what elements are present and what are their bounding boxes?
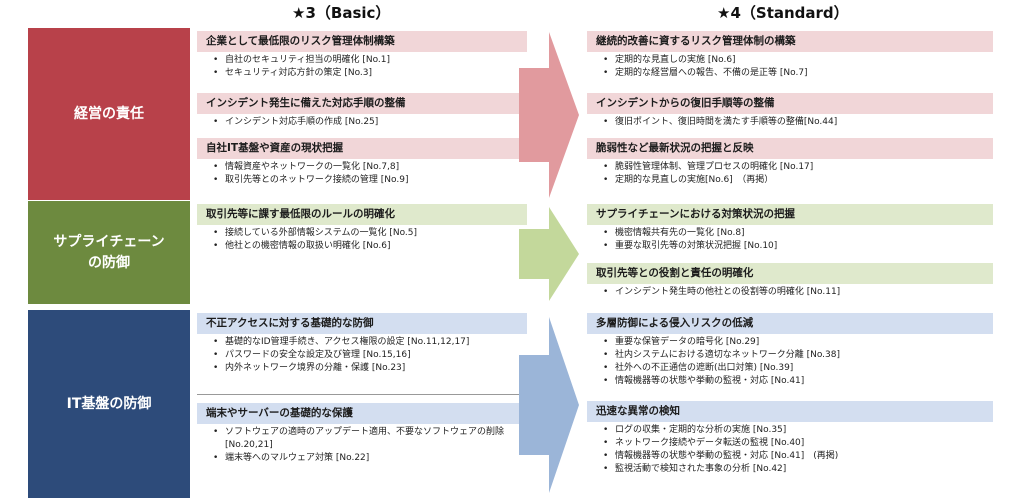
list-item: 監視活動で検知された事象の分析 [No.42] — [603, 463, 993, 476]
section-title: 多層防御による侵入リスクの低減 — [587, 313, 993, 334]
list-item: パスワードの安全な設定及び管理 [No.15,16] — [213, 349, 527, 362]
section-title: サプライチェーンにおける対策状況の把握 — [587, 204, 993, 225]
list-item: 機密情報共有先の一覧化 [No.8] — [603, 227, 993, 240]
section-title: 脆弱性など最新状況の把握と反映 — [587, 138, 993, 159]
list-item: 重要な保管データの暗号化 [No.29] — [603, 336, 993, 349]
basic-mgmt-section: インシデント発生に備えた対応手順の整備 インシデント対応手順の作成 [No.25… — [197, 93, 527, 129]
band-management: 経営の責任 — [28, 28, 190, 200]
list-item: 自社のセキュリティ担当の明確化 [No.1] — [213, 54, 527, 67]
section-title: インシデント発生に備えた対応手順の整備 — [197, 93, 527, 114]
standard-it-infrastructure-panel: 多層防御による侵入リスクの低減 重要な保管データの暗号化 [No.29] 社内シ… — [587, 310, 993, 498]
basic-mgmt-section: 自社IT基盤や資産の現状把握 情報資産やネットワークの一覧化 [No.7,8] … — [197, 138, 527, 187]
list-item: 重要な取引先等の対策状況把握 [No.10] — [603, 240, 993, 253]
standard-supply-section: 取引先等との役割と責任の明確化 インシデント発生時の他社との役割等の明確化 [N… — [587, 263, 993, 299]
basic-supply-section: 取引先等に課す最低限のルールの明確化 接続している外部情報システムの一覧化 [N… — [197, 204, 527, 253]
item-list: 基礎的なID管理手続き、アクセス権限の設定 [No.11,12,17] パスワー… — [197, 336, 527, 375]
list-item-continuation: [No.20,21] — [225, 440, 273, 450]
item-list: 自社のセキュリティ担当の明確化 [No.1] セキュリティ対応方針の策定 [No… — [197, 54, 527, 80]
section-title: 取引先等との役割と責任の明確化 — [587, 263, 993, 284]
standard-infra-section: 迅速な異常の検知 ログの収集・定期的な分析の実施 [No.35] ネットワーク接… — [587, 401, 993, 476]
band-it-infrastructure-label: IT基盤の防御 — [66, 395, 152, 412]
list-item: 社内システムにおける適切なネットワーク分離 [No.38] — [603, 349, 993, 362]
list-item: 情報資産やネットワークの一覧化 [No.7,8] — [213, 161, 527, 174]
basic-infra-section: 不正アクセスに対する基礎的な防御 基礎的なID管理手続き、アクセス権限の設定 [… — [197, 313, 527, 375]
band-supply-chain-label: サプライチェーン の防御 — [53, 234, 165, 271]
section-title: 不正アクセスに対する基礎的な防御 — [197, 313, 527, 334]
list-item: 定期的な見直しの実施 [No.6] — [603, 54, 993, 67]
standard-supply-section: サプライチェーンにおける対策状況の把握 機密情報共有先の一覧化 [No.8] 重… — [587, 204, 993, 253]
list-item: 基礎的なID管理手続き、アクセス権限の設定 [No.11,12,17] — [213, 336, 527, 349]
basic-supply-chain-panel: 取引先等に課す最低限のルールの明確化 接続している外部情報システムの一覧化 [N… — [197, 201, 527, 304]
divider — [197, 394, 527, 395]
arrow-right-icon-supply-chain — [519, 207, 579, 301]
list-item: インシデント対応手順の作成 [No.25] — [213, 116, 527, 129]
list-item: 情報機器等の状態や挙動の監視・対応 [No.41] (再掲) — [603, 450, 993, 463]
section-title: 取引先等に課す最低限のルールの明確化 — [197, 204, 527, 225]
arrow-right-icon-it-infrastructure — [519, 317, 579, 493]
section-title: 自社IT基盤や資産の現状把握 — [197, 138, 527, 159]
list-item: 情報機器等の状態や挙動の監視・対応 [No.41] — [603, 375, 993, 388]
list-item: 接続している外部情報システムの一覧化 [No.5] — [213, 227, 527, 240]
standard-management-panel: 継続的改善に資するリスク管理体制の構築 定期的な見直しの実施 [No.6] 定期… — [587, 28, 993, 200]
band-it-infrastructure: IT基盤の防御 — [28, 310, 190, 498]
standard-infra-section: 多層防御による侵入リスクの低減 重要な保管データの暗号化 [No.29] 社内シ… — [587, 313, 993, 388]
item-list: 定期的な見直しの実施 [No.6] 定期的な経営層への報告、不備の是正等 [No… — [587, 54, 993, 80]
list-item: 端末等へのマルウェア対策 [No.22] — [213, 452, 527, 465]
item-list: ソフトウェアの適時のアップデート適用、不要なソフトウェアの削除 [No.20,2… — [197, 426, 527, 465]
basic-header: ★3（Basic） — [292, 4, 391, 22]
list-item: 定期的な経営層への報告、不備の是正等 [No.7] — [603, 67, 993, 80]
standard-header: ★4（Standard） — [717, 4, 849, 22]
standard-mgmt-section: 脆弱性など最新状況の把握と反映 脆弱性管理体制、管理プロセスの明確化 [No.1… — [587, 138, 993, 187]
standard-supply-chain-panel: サプライチェーンにおける対策状況の把握 機密情報共有先の一覧化 [No.8] 重… — [587, 201, 993, 304]
list-item: 他社との機密情報の取扱い明確化 [No.6] — [213, 240, 527, 253]
item-list: インシデント対応手順の作成 [No.25] — [197, 116, 527, 129]
list-item: 復旧ポイント、復旧時間を満たす手順等の整備[No.44] — [603, 116, 993, 129]
list-item: 内外ネットワーク境界の分離・保護 [No.23] — [213, 362, 527, 375]
item-list: 情報資産やネットワークの一覧化 [No.7,8] 取引先等とのネットワーク接続の… — [197, 161, 527, 187]
list-item: ログの収集・定期的な分析の実施 [No.35] — [603, 424, 993, 437]
list-item: ソフトウェアの適時のアップデート適用、不要なソフトウェアの削除 — [213, 426, 527, 439]
section-title: 企業として最低限のリスク管理体制構築 — [197, 31, 527, 52]
item-list: インシデント発生時の他社との役割等の明確化 [No.11] — [587, 286, 993, 299]
standard-mgmt-section: インシデントからの復旧手順等の整備 復旧ポイント、復旧時間を満たす手順等の整備[… — [587, 93, 993, 129]
band-management-label: 経営の責任 — [74, 105, 144, 122]
band-supply-chain: サプライチェーン の防御 — [28, 201, 190, 304]
list-item: セキュリティ対応方針の策定 [No.3] — [213, 67, 527, 80]
list-item: インシデント発生時の他社との役割等の明確化 [No.11] — [603, 286, 993, 299]
list-item: 定期的な見直しの実施[No.6] （再掲） — [603, 174, 993, 187]
basic-mgmt-section: 企業として最低限のリスク管理体制構築 自社のセキュリティ担当の明確化 [No.1… — [197, 31, 527, 80]
item-list: 脆弱性管理体制、管理プロセスの明確化 [No.17] 定期的な見直しの実施[No… — [587, 161, 993, 187]
basic-it-infrastructure-panel: 不正アクセスに対する基礎的な防御 基礎的なID管理手続き、アクセス権限の設定 [… — [197, 310, 527, 498]
section-title: 迅速な異常の検知 — [587, 401, 993, 422]
basic-management-panel: 企業として最低限のリスク管理体制構築 自社のセキュリティ担当の明確化 [No.1… — [197, 28, 527, 200]
section-title: インシデントからの復旧手順等の整備 — [587, 93, 993, 114]
section-title: 継続的改善に資するリスク管理体制の構築 — [587, 31, 993, 52]
basic-infra-section: 端末やサーバーの基礎的な保護 ソフトウェアの適時のアップデート適用、不要なソフト… — [197, 403, 527, 465]
item-list: 機密情報共有先の一覧化 [No.8] 重要な取引先等の対策状況把握 [No.10… — [587, 227, 993, 253]
list-item: 取引先等とのネットワーク接続の管理 [No.9] — [213, 174, 527, 187]
item-list: 重要な保管データの暗号化 [No.29] 社内システムにおける適切なネットワーク… — [587, 336, 993, 388]
arrow-right-icon-management — [519, 32, 579, 198]
standard-mgmt-section: 継続的改善に資するリスク管理体制の構築 定期的な見直しの実施 [No.6] 定期… — [587, 31, 993, 80]
item-list: 復旧ポイント、復旧時間を満たす手順等の整備[No.44] — [587, 116, 993, 129]
section-title: 端末やサーバーの基礎的な保護 — [197, 403, 527, 424]
item-list: 接続している外部情報システムの一覧化 [No.5] 他社との機密情報の取扱い明確… — [197, 227, 527, 253]
item-list: ログの収集・定期的な分析の実施 [No.35] ネットワーク接続やデータ転送の監… — [587, 424, 993, 476]
list-item: 脆弱性管理体制、管理プロセスの明確化 [No.17] — [603, 161, 993, 174]
list-item: 社外への不正通信の遮断(出口対策) [No.39] — [603, 362, 993, 375]
list-item: ネットワーク接続やデータ転送の監視 [No.40] — [603, 437, 993, 450]
